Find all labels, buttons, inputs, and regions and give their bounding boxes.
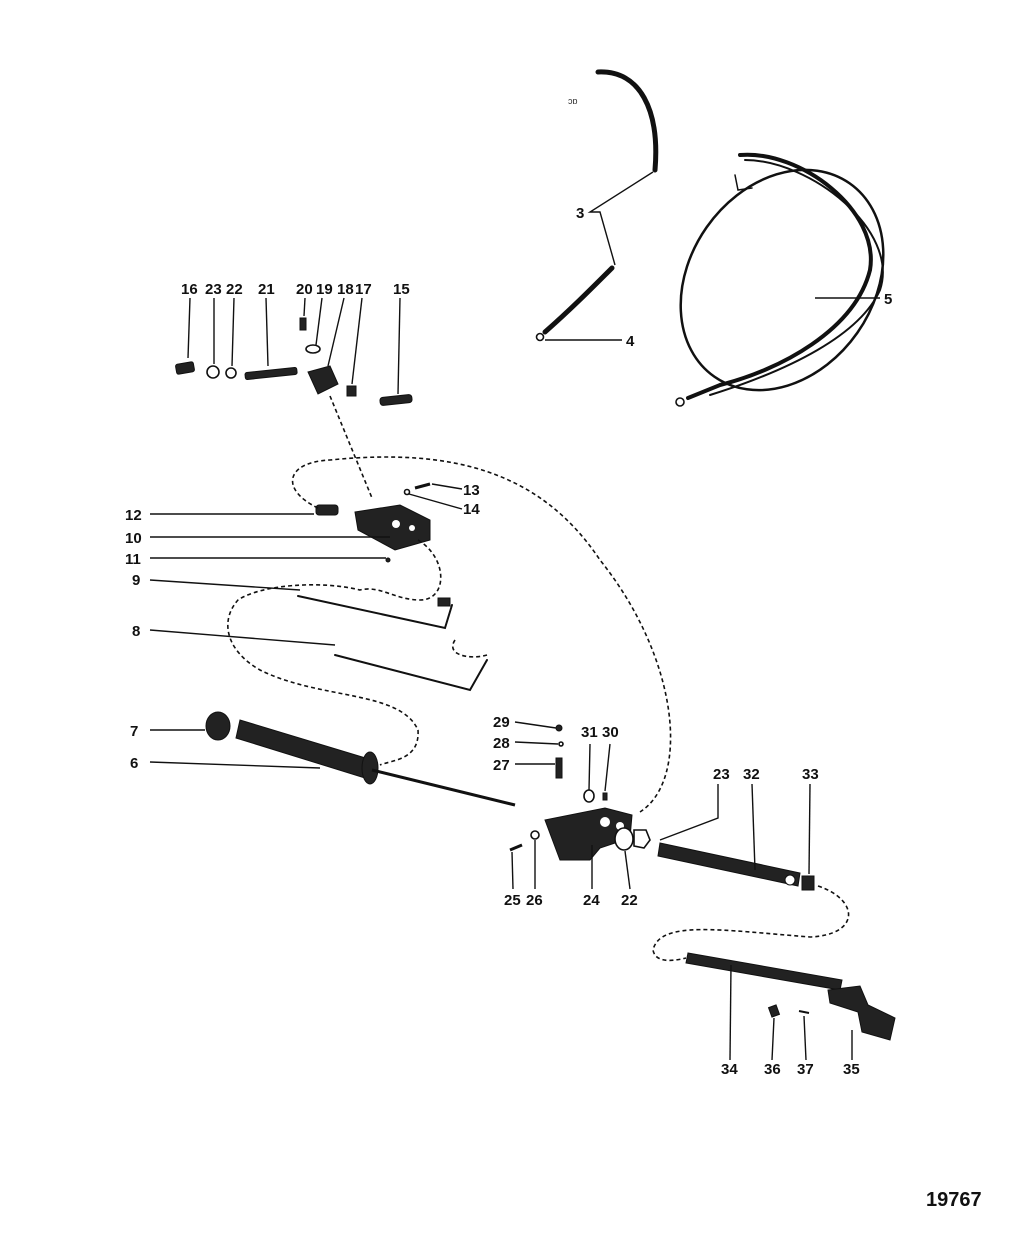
callout-5: 5: [884, 291, 892, 308]
callout-28: 28: [493, 735, 510, 752]
hardware-part-36-37: [767, 1004, 810, 1018]
part-11: [385, 557, 391, 563]
callout-37: 37: [797, 1061, 814, 1078]
callout-27: 27: [493, 757, 510, 774]
callout-20: 20: [296, 281, 313, 298]
callout-23-lower: 23: [713, 766, 730, 783]
shaft-part-32: [657, 842, 801, 887]
callout-33: 33: [802, 766, 819, 783]
callout-21: 21: [258, 281, 275, 298]
bolt-part-25-26: [509, 830, 540, 852]
part-33: [801, 875, 815, 891]
nut: [633, 829, 651, 849]
wire-part-8: [334, 654, 488, 692]
callout-22-lower: 22: [621, 892, 638, 909]
parts-top-row: [175, 317, 413, 406]
callout-30: 30: [602, 724, 619, 741]
wire-part-9: [297, 595, 453, 630]
callout-18: 18: [337, 281, 354, 298]
cable-part-5: [675, 152, 885, 407]
callout-17: 17: [355, 281, 372, 298]
grip-part-7: [205, 711, 231, 741]
callout-3: 3: [576, 205, 584, 222]
svg-text:ɔɒ: ɔɒ: [568, 96, 578, 106]
callout-8: 8: [132, 623, 140, 640]
callout-16: 16: [181, 281, 198, 298]
callout-24: 24: [583, 892, 600, 909]
callout-15: 15: [393, 281, 410, 298]
figure-number: 19767: [926, 1189, 982, 1211]
callout-31: 31: [581, 724, 598, 741]
callout-32: 32: [743, 766, 760, 783]
tiller-handle-part-6: [235, 719, 516, 807]
callout-23-top: 23: [205, 281, 222, 298]
callout-26: 26: [526, 892, 543, 909]
callout-11: 11: [125, 551, 141, 568]
housing-part-35: [827, 985, 896, 1041]
callout-35: 35: [843, 1061, 860, 1078]
callout-22-top: 22: [226, 281, 243, 298]
callout-7: 7: [130, 723, 138, 740]
callout-10: 10: [125, 530, 142, 547]
washer-part-22: [614, 827, 634, 851]
small-hardware-27-31: [555, 724, 608, 803]
part-12: [315, 504, 339, 516]
callout-12: 12: [125, 507, 142, 524]
callout-9: 9: [132, 572, 140, 589]
callout-13: 13: [463, 482, 480, 499]
callout-25: 25: [504, 892, 521, 909]
switch-housing-part-10: [354, 504, 431, 551]
callout-4: 4: [626, 333, 635, 350]
cable-part-3: ɔɒ: [542, 69, 659, 335]
callout-36: 36: [764, 1061, 781, 1078]
callout-14: 14: [463, 501, 480, 518]
callout-29: 29: [493, 714, 510, 731]
part-13-14: [403, 482, 431, 496]
shaft-part-34: [685, 952, 843, 991]
part-4: [535, 332, 545, 342]
callout-19: 19: [316, 281, 333, 298]
callout-6: 6: [130, 755, 138, 772]
callout-34: 34: [721, 1061, 738, 1078]
